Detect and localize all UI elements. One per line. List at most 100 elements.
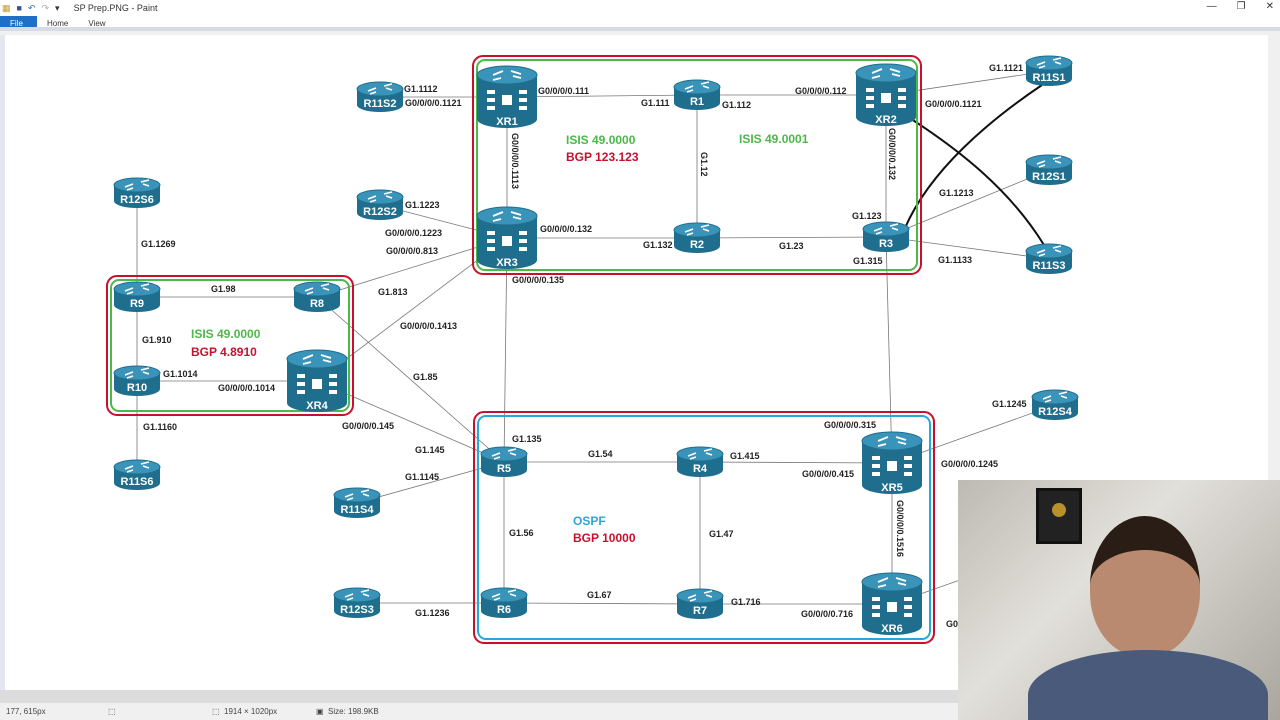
file-size: Size: 198.9KB — [328, 707, 379, 716]
redo-icon[interactable]: ↷ — [41, 2, 50, 13]
router-arrows-icon — [124, 283, 150, 295]
isis-boundary-top — [476, 59, 918, 271]
xr-router-XR2[interactable]: XR2 — [855, 63, 917, 126]
router-label: R12S3 — [340, 604, 374, 616]
xr-router-XR3[interactable]: XR3 — [476, 206, 538, 269]
router-arrows-icon — [304, 283, 330, 295]
interface-label: G0/0/0/0.1245 — [941, 459, 998, 469]
switch-core-icon — [887, 461, 897, 471]
router-R11S2[interactable]: R11S2 — [356, 81, 404, 112]
minimize-button[interactable]: — — [1206, 1, 1217, 12]
interface-label: G1.67 — [587, 590, 612, 600]
router-label: R3 — [879, 238, 893, 250]
router-R10[interactable]: R10 — [113, 365, 161, 396]
router-label: R2 — [690, 239, 704, 251]
router-arrows-icon — [491, 589, 517, 601]
router-R12S1[interactable]: R12S1 — [1025, 154, 1073, 185]
undo-icon[interactable]: ↶ — [27, 2, 36, 13]
router-arrows-icon — [124, 367, 150, 379]
router-R12S3[interactable]: R12S3 — [333, 587, 381, 618]
paint-app-icon: ▦ — [2, 2, 11, 13]
ospf-boundary-bottom — [477, 415, 931, 640]
xr-router-label: XR2 — [875, 114, 896, 126]
router-arrows-icon — [492, 211, 522, 222]
router-R3[interactable]: R3 — [862, 221, 910, 252]
router-arrows-icon — [367, 191, 393, 203]
router-R6[interactable]: R6 — [480, 587, 528, 618]
link-XR3-R5 — [503, 237, 508, 463]
interface-label: G1.111 — [641, 98, 670, 108]
xr-router-label: XR4 — [306, 400, 328, 412]
router-R2[interactable]: R2 — [673, 222, 721, 253]
link-R4-XR5 — [699, 461, 893, 464]
xr-router-XR1[interactable]: XR1 — [476, 65, 538, 128]
router-arrows-icon — [873, 223, 899, 235]
tab-file[interactable]: File — [0, 16, 37, 28]
switch-core-icon — [887, 602, 897, 612]
interface-label: G1.813 — [378, 287, 408, 297]
interface-label: G1.1245 — [992, 399, 1027, 409]
cursor-position: 177, 615px — [6, 707, 46, 716]
area-ospf-label: OSPF — [573, 514, 606, 528]
ribbon-tabs: File Home View — [0, 16, 1280, 31]
horizontal-scrollbar[interactable] — [0, 690, 1268, 702]
interface-label: G1.415 — [730, 451, 760, 461]
interface-label: G1.98 — [211, 284, 236, 294]
router-R12S2[interactable]: R12S2 — [356, 189, 404, 220]
interface-label: G0/0/0/0.1113 — [510, 133, 520, 189]
area-isis-label: ISIS 49.0001 — [739, 132, 809, 146]
save-icon[interactable]: ■ — [16, 3, 22, 13]
router-label: R12S4 — [1038, 406, 1073, 418]
router-R8[interactable]: R8 — [293, 281, 341, 312]
quick-access-dropdown-icon[interactable]: ▾ — [55, 2, 60, 13]
router-arrows-icon — [367, 83, 393, 95]
close-button[interactable]: ✕ — [1265, 1, 1274, 12]
router-arrows-icon — [302, 354, 332, 365]
xr-router-XR6[interactable]: XR6 — [861, 572, 923, 635]
router-label: R11S6 — [120, 476, 153, 488]
router-R11S6[interactable]: R11S6 — [113, 459, 161, 490]
interface-label: G0/0/0/0.1516 — [895, 500, 905, 557]
router-arrows-icon — [344, 589, 370, 601]
router-arrows-icon — [684, 81, 710, 93]
interface-label: G1.23 — [779, 241, 804, 251]
xr-router-XR5[interactable]: XR5 — [861, 431, 923, 494]
router-R12S6[interactable]: R12S6 — [113, 177, 161, 208]
interface-label: G1.47 — [709, 529, 734, 539]
xr-router-label: XR1 — [496, 116, 517, 128]
router-R7[interactable]: R7 — [676, 588, 724, 619]
router-arrows-icon — [124, 461, 150, 473]
tab-home[interactable]: Home — [47, 19, 69, 28]
router-R9[interactable]: R9 — [113, 281, 161, 312]
interface-label: G1.1223 — [405, 200, 440, 210]
router-R11S1[interactable]: R11S1 — [1025, 55, 1073, 86]
switch-core-icon — [312, 379, 322, 389]
interface-label: G1.1160 — [143, 422, 177, 432]
router-R1[interactable]: R1 — [673, 79, 721, 110]
router-R11S3[interactable]: R11S3 — [1025, 243, 1073, 274]
router-label: R9 — [130, 298, 144, 310]
interface-label: G1.12 — [699, 152, 709, 177]
interface-label: G1.1213 — [939, 188, 974, 198]
interface-label: G0/0/0/0.111 — [538, 86, 589, 96]
maximize-button[interactable]: ❐ — [1236, 1, 1246, 12]
router-R11S4[interactable]: R11S4 — [333, 487, 381, 518]
router-label: R10 — [127, 382, 147, 394]
router-label: R12S2 — [363, 206, 397, 218]
router-R5[interactable]: R5 — [480, 446, 528, 477]
link-R6-R7 — [503, 602, 701, 605]
area-isis-label: ISIS 49.0000 — [191, 327, 261, 341]
interface-label: G0/0/0/0.1014 — [218, 383, 275, 393]
router-label: R4 — [693, 463, 708, 475]
tab-view[interactable]: View — [88, 19, 106, 28]
router-R12S4[interactable]: R12S4 — [1031, 389, 1079, 420]
link-R11S4-R5 — [356, 461, 505, 504]
xr-router-XR4[interactable]: XR4 — [286, 349, 348, 412]
router-label: R12S6 — [120, 194, 154, 206]
router-R4[interactable]: R4 — [676, 446, 724, 477]
interface-label: G1.54 — [588, 449, 613, 459]
router-arrows-icon — [877, 436, 907, 447]
link-R2-R3 — [696, 236, 887, 239]
